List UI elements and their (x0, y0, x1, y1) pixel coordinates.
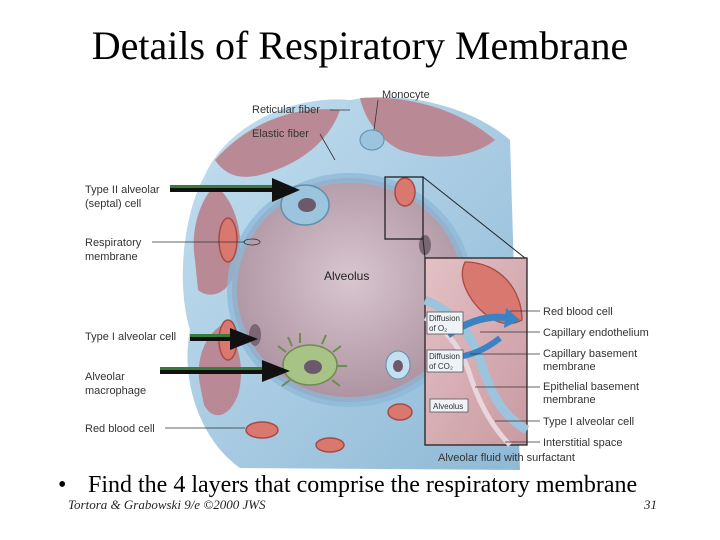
elastic-fiber-label: Elastic fiber (252, 128, 309, 140)
inset-alveolus-label: Alveolus (433, 402, 463, 411)
respiratory-membrane-label: membrane (85, 251, 138, 263)
adjacent-alveolus (193, 185, 241, 295)
alveolus-label: Alveolus (324, 269, 369, 283)
respiratory-membrane-label: Respiratory (85, 237, 142, 249)
leader-line (373, 99, 379, 131)
interstitial-label: Interstitial space (543, 437, 622, 449)
diff-o2-label: Diffusion (429, 314, 460, 323)
red-blood-cell (218, 217, 238, 263)
monocyte-label: Monocyte (382, 89, 430, 101)
diff-co2-box (426, 349, 464, 373)
type1-cell-label-left: Type I alveolar cell (85, 331, 176, 343)
zoom-line (422, 176, 526, 259)
slide-title: Details of Respiratory Membrane (91, 23, 629, 68)
type1-nucleus (419, 235, 431, 255)
diff-o2-box (426, 311, 464, 335)
type1-cell-label-right: Type I alveolar cell (543, 416, 634, 428)
epi-basement-label: Epithelial basement (543, 381, 639, 393)
diff-co2-label: of CO₂ (429, 362, 453, 371)
adjacent-alveolus (215, 109, 340, 177)
inset-rbc (461, 261, 523, 325)
adjacent-alveolus (360, 97, 495, 157)
blood-cell-nucleus (393, 360, 403, 372)
red-blood-cell (394, 177, 416, 207)
annotation-arrow-macrophage (160, 360, 290, 382)
red-blood-cell (315, 437, 345, 453)
annotation-arrow-type2 (170, 178, 300, 202)
cap-basement-label: Capillary basement (543, 348, 637, 360)
page-number: 31 (644, 497, 657, 512)
inset-alveolus-box (429, 398, 469, 413)
zoom-line (422, 238, 426, 259)
rbc-label-right: Red blood cell (543, 306, 613, 318)
bullet-text: Find the 4 layers that comprise the resp… (88, 472, 638, 498)
leader-marker (243, 238, 261, 246)
rbc-label-left: Red blood cell (85, 423, 155, 435)
cap-endothelium-label: Capillary endothelium (543, 327, 649, 339)
alveolar-macrophage (277, 333, 347, 387)
monocyte (359, 129, 385, 151)
diff-co2-label: Diffusion (429, 352, 460, 361)
epi-basement-label: membrane (543, 394, 596, 406)
type2-cell-label: Type II alveolar (85, 184, 160, 196)
alveolar-fluid-label: Alveolar fluid with surfactant (438, 452, 575, 464)
footer-credit: Tortora & Grabowski 9/e ©2000 JWS (68, 497, 266, 512)
macrophage-label: macrophage (85, 385, 146, 397)
bullet-symbol: • (58, 472, 67, 498)
reticular-fiber-label: Reticular fiber (252, 104, 320, 116)
diffusion-arrow-head (504, 308, 520, 328)
leader-line (319, 133, 336, 161)
annotation-arrow-type1 (190, 328, 258, 350)
red-blood-cell (245, 421, 279, 439)
type2-nucleus (298, 198, 316, 212)
cap-basement-label: membrane (543, 361, 596, 373)
red-blood-cell (387, 403, 413, 421)
type1-nucleus (249, 324, 261, 346)
type2-cell-label: (septal) cell (85, 198, 141, 210)
macrophage-label: Alveolar (85, 371, 125, 383)
zoom-source-box (384, 176, 424, 240)
diff-o2-label: of O₂ (429, 324, 447, 333)
